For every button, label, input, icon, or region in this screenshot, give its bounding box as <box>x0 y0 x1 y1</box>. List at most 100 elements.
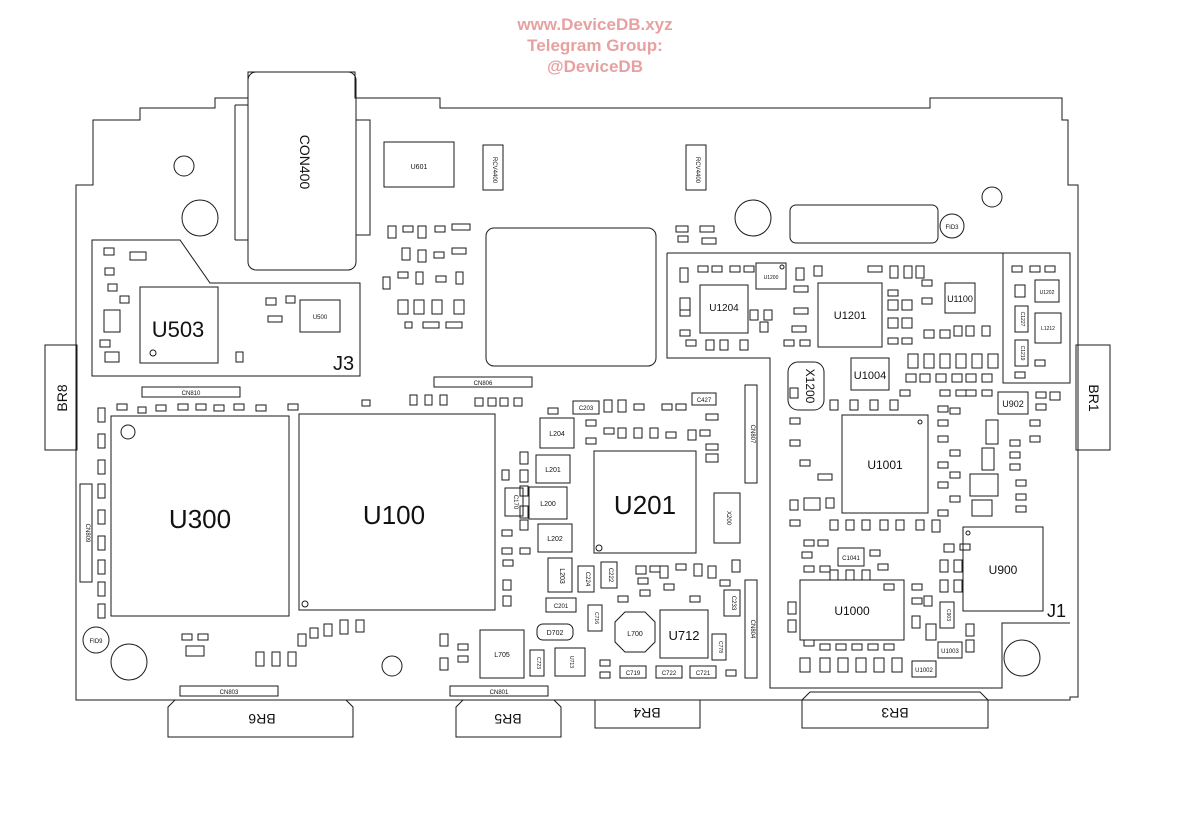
smd-pad <box>987 353 999 369</box>
u1200-label: U1200 <box>764 275 779 281</box>
smd-pad <box>434 225 446 233</box>
smd-pad <box>965 325 975 337</box>
smd-pad <box>887 317 899 329</box>
smd-pad <box>955 353 967 369</box>
inductor-l700 <box>614 611 656 653</box>
smd-pad <box>1029 419 1041 427</box>
smd-pad <box>675 403 687 411</box>
l200-label: L200 <box>540 501 556 508</box>
inductor-l200 <box>528 486 568 520</box>
smd-pad <box>817 539 829 547</box>
smd-pad <box>901 317 913 329</box>
smd-pad <box>519 547 531 555</box>
smd-pad <box>965 639 975 653</box>
smd-pad <box>849 399 859 411</box>
smd-pad <box>519 505 529 519</box>
c233-label: C233 <box>730 596 736 611</box>
smd-pad <box>679 309 691 317</box>
cn806-label: CN806 <box>474 381 493 387</box>
u300-pin1 <box>120 424 136 440</box>
smd-pad <box>633 427 643 439</box>
screw-hole-small <box>381 655 403 677</box>
capacitor-c721 <box>689 665 717 679</box>
smd-pad <box>1035 391 1047 399</box>
smd-pad <box>829 569 839 581</box>
smd-pad <box>119 295 130 304</box>
u201-label: U201 <box>614 490 676 520</box>
cn810-label: CN810 <box>182 391 201 397</box>
smd-pad <box>789 439 801 447</box>
smd-pad <box>907 353 919 369</box>
smd-pad <box>617 427 627 439</box>
smd-pad <box>1044 265 1056 273</box>
inductor-l203 <box>547 557 573 593</box>
connector-cn803 <box>179 685 279 697</box>
smd-pad <box>1009 451 1021 459</box>
smd-pad <box>195 403 207 411</box>
u100-label: U100 <box>363 500 425 530</box>
smd-pad <box>759 321 769 333</box>
u1200-pin1 <box>779 264 785 270</box>
smd-pad <box>585 419 597 427</box>
smd-pad <box>649 427 659 439</box>
smd-pad <box>233 403 245 411</box>
smd-pad <box>939 559 949 573</box>
smd-pad <box>339 619 349 635</box>
smd-pad <box>599 659 611 667</box>
smd-pad <box>949 495 961 503</box>
smd-pad <box>851 643 863 651</box>
smd-pad <box>433 251 445 259</box>
smd-pad <box>787 619 797 633</box>
smd-pad <box>287 651 297 667</box>
rf-region-frame <box>666 252 1071 689</box>
smd-pad <box>783 339 795 347</box>
watermark-line-3: @DeviceDB <box>547 57 643 76</box>
smd-pad <box>969 473 999 497</box>
smd-pad <box>965 389 977 397</box>
smd-pad <box>97 581 106 597</box>
smd-pad <box>731 559 741 573</box>
crystal-x1200 <box>787 361 825 411</box>
smd-pad <box>887 289 899 297</box>
smd-pad <box>519 469 529 483</box>
smd-pad <box>921 279 933 287</box>
smd-pad <box>799 459 811 467</box>
c203-label: C203 <box>579 406 594 412</box>
smd-pad <box>763 309 773 321</box>
smd-pad <box>693 563 703 577</box>
smd-pad <box>829 519 839 531</box>
smd-pad <box>1049 391 1061 401</box>
inductor-l204 <box>539 417 575 449</box>
smd-pad <box>501 547 513 555</box>
smd-pad <box>789 417 801 425</box>
smd-pad <box>439 394 448 406</box>
j3-label: J3 <box>333 353 354 375</box>
smd-pad <box>663 583 675 591</box>
ic-u100 <box>298 413 496 611</box>
smd-pad <box>387 225 397 239</box>
cn807-label: CN807 <box>749 425 755 444</box>
smd-pad <box>923 329 935 339</box>
small-passives-group <box>97 223 1061 679</box>
smd-pad <box>659 565 669 579</box>
smd-pad <box>679 329 691 337</box>
smd-pad <box>861 519 871 531</box>
smd-pad <box>931 519 941 533</box>
cn809-label: CN809 <box>84 524 90 543</box>
smd-pad <box>911 597 923 605</box>
ic-u1001 <box>841 414 929 514</box>
l204-label: L204 <box>549 431 565 438</box>
c723-label: C723 <box>535 657 541 669</box>
smd-pad <box>397 271 409 279</box>
smd-pad <box>923 353 935 369</box>
smd-pad <box>955 389 967 397</box>
smd-pad <box>959 543 971 551</box>
smd-pad <box>285 295 296 304</box>
smd-pad <box>819 643 831 651</box>
smd-pad <box>502 579 512 591</box>
fiducial-fid3 <box>939 213 965 239</box>
l700-label: L700 <box>627 631 643 638</box>
ic-u1004 <box>850 357 890 391</box>
c170-label: C170 <box>512 495 518 510</box>
